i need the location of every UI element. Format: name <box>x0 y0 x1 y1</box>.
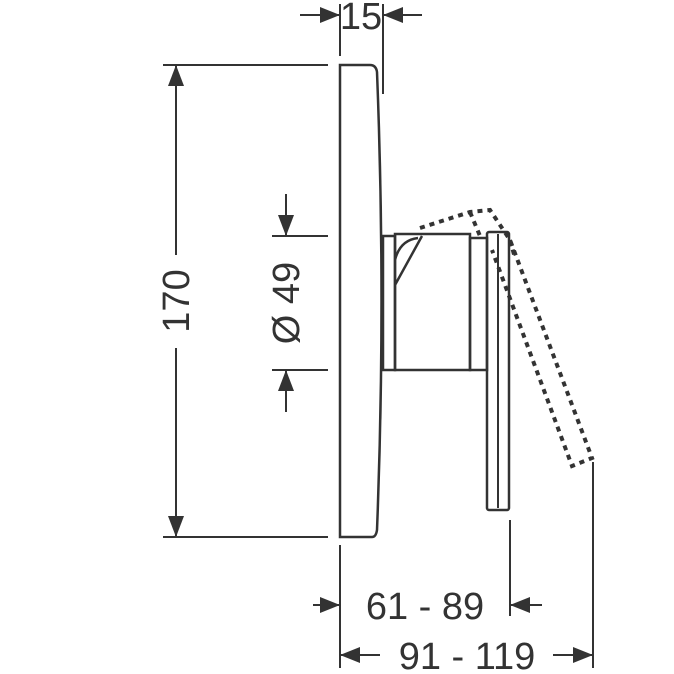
dim-91-119-label: 91 - 119 <box>399 636 536 674</box>
arrow-icon <box>320 7 340 23</box>
cover-plate <box>338 63 383 539</box>
arrow-icon <box>510 597 530 613</box>
arrow-icon <box>340 647 360 663</box>
body-ring <box>468 236 489 372</box>
arrow-icon <box>168 65 184 86</box>
dim-170-label: 170 <box>156 269 198 332</box>
arrow-icon <box>168 516 184 537</box>
arrow-icon <box>278 215 294 236</box>
lever-alt-position <box>419 207 595 469</box>
collar <box>381 234 397 372</box>
arrow-icon <box>383 7 403 23</box>
dim-15-label: 15 <box>340 0 382 38</box>
mixer-body <box>393 232 472 372</box>
arrow-icon <box>278 370 294 391</box>
arrow-icon <box>573 647 593 663</box>
dim-61-89-label: 61 - 89 <box>366 586 484 628</box>
arrow-icon <box>320 597 340 613</box>
lever <box>485 230 511 512</box>
dim-diameter-label: Ø 49 <box>266 262 308 344</box>
